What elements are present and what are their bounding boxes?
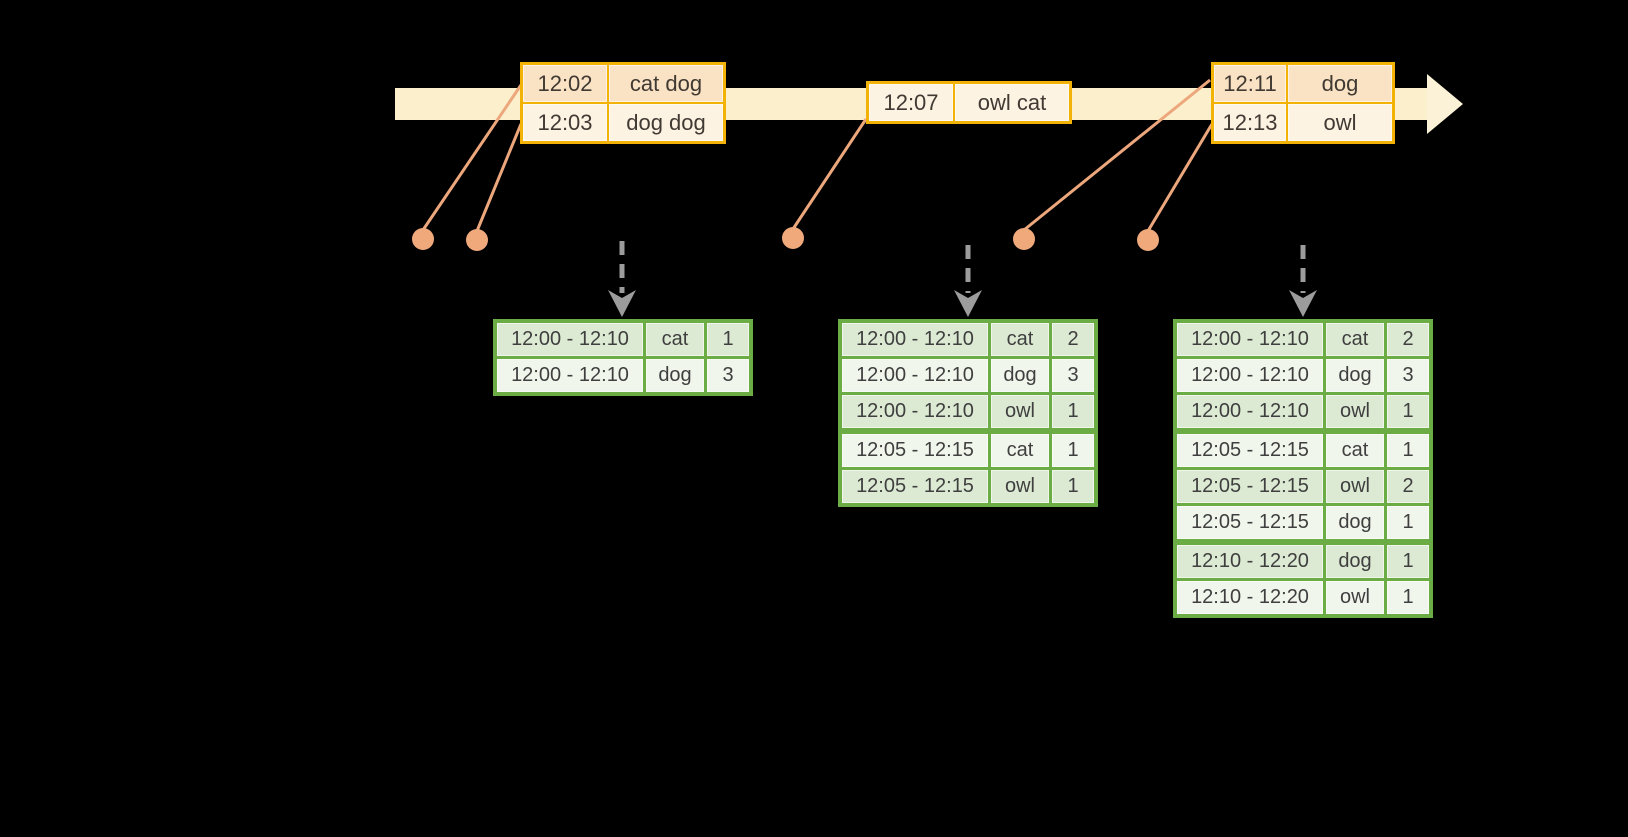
trigger-arrowhead-icon bbox=[954, 290, 982, 317]
event-dot bbox=[466, 229, 488, 251]
count-cell: 3 bbox=[707, 359, 749, 392]
count-cell: 1 bbox=[1387, 506, 1429, 539]
word-cell: owl bbox=[1326, 581, 1384, 614]
window-cell: 12:00 - 12:10 bbox=[842, 359, 988, 392]
word-cell: owl bbox=[1326, 470, 1384, 503]
count-cell: 1 bbox=[1052, 470, 1094, 503]
trigger-arrows bbox=[619, 241, 1306, 293]
count-cell: 1 bbox=[1052, 395, 1094, 428]
word-cell: dog bbox=[991, 359, 1049, 392]
count-cell: 1 bbox=[1387, 545, 1429, 578]
word-cell: cat bbox=[1326, 323, 1384, 356]
word-cell: cat bbox=[1326, 434, 1384, 467]
word-cell: cat bbox=[646, 323, 704, 356]
word-cell: dog bbox=[1326, 506, 1384, 539]
count-cell: 2 bbox=[1052, 323, 1094, 356]
count-cell: 2 bbox=[1387, 470, 1429, 503]
event-words-cell: dog dog bbox=[609, 104, 723, 141]
event-time-cell: 12:02 bbox=[523, 65, 607, 102]
window-cell: 12:10 - 12:20 bbox=[1177, 581, 1323, 614]
count-cell: 3 bbox=[1052, 359, 1094, 392]
window-cell: 12:00 - 12:10 bbox=[1177, 359, 1323, 392]
timeline-arrowhead-icon bbox=[1427, 74, 1463, 134]
event-dot bbox=[1013, 228, 1035, 250]
window-cell: 12:05 - 12:15 bbox=[842, 470, 988, 503]
count-cell: 1 bbox=[1387, 434, 1429, 467]
window-cell: 12:05 - 12:15 bbox=[842, 434, 988, 467]
event-dot bbox=[1137, 229, 1159, 251]
word-cell: cat bbox=[991, 323, 1049, 356]
word-cell: dog bbox=[1326, 359, 1384, 392]
event-connector-line bbox=[475, 123, 523, 232]
event-dots bbox=[412, 227, 1159, 251]
count-cell: 1 bbox=[1052, 434, 1094, 467]
event-words-cell: owl bbox=[1288, 104, 1392, 141]
window-cell: 12:00 - 12:10 bbox=[1177, 395, 1323, 428]
word-cell: dog bbox=[646, 359, 704, 392]
trigger-arrowhead-icon bbox=[1289, 290, 1317, 317]
window-cell: 12:00 - 12:10 bbox=[497, 359, 643, 392]
event-time-cell: 12:13 bbox=[1214, 104, 1286, 141]
event-connector-line bbox=[791, 118, 868, 230]
event-time-cell: 12:11 bbox=[1214, 65, 1286, 102]
window-cell: 12:05 - 12:15 bbox=[1177, 506, 1323, 539]
event-connector-line bbox=[1146, 123, 1214, 232]
count-cell: 1 bbox=[1387, 581, 1429, 614]
window-cell: 12:00 - 12:10 bbox=[1177, 323, 1323, 356]
word-cell: dog bbox=[1326, 545, 1384, 578]
count-cell: 1 bbox=[1387, 395, 1429, 428]
event-words-cell: cat dog bbox=[609, 65, 723, 102]
event-connector-line bbox=[421, 84, 523, 231]
event-dot bbox=[412, 228, 434, 250]
event-time-cell: 12:03 bbox=[523, 104, 607, 141]
event-words-cell: dog bbox=[1288, 65, 1392, 102]
event-time-cell: 12:07 bbox=[869, 84, 953, 121]
trigger-arrowhead-icon bbox=[608, 290, 636, 317]
count-cell: 1 bbox=[707, 323, 749, 356]
window-cell: 12:00 - 12:10 bbox=[842, 323, 988, 356]
window-cell: 12:00 - 12:10 bbox=[497, 323, 643, 356]
event-words-cell: owl cat bbox=[955, 84, 1069, 121]
word-cell: owl bbox=[991, 395, 1049, 428]
window-cell: 12:05 - 12:15 bbox=[1177, 434, 1323, 467]
count-cell: 3 bbox=[1387, 359, 1429, 392]
word-cell: owl bbox=[1326, 395, 1384, 428]
window-cell: 12:10 - 12:20 bbox=[1177, 545, 1323, 578]
count-cell: 2 bbox=[1387, 323, 1429, 356]
word-cell: owl bbox=[991, 470, 1049, 503]
word-cell: cat bbox=[991, 434, 1049, 467]
window-cell: 12:05 - 12:15 bbox=[1177, 470, 1323, 503]
event-dot bbox=[782, 227, 804, 249]
window-cell: 12:00 - 12:10 bbox=[842, 395, 988, 428]
trigger-arrowheads bbox=[608, 290, 1317, 317]
